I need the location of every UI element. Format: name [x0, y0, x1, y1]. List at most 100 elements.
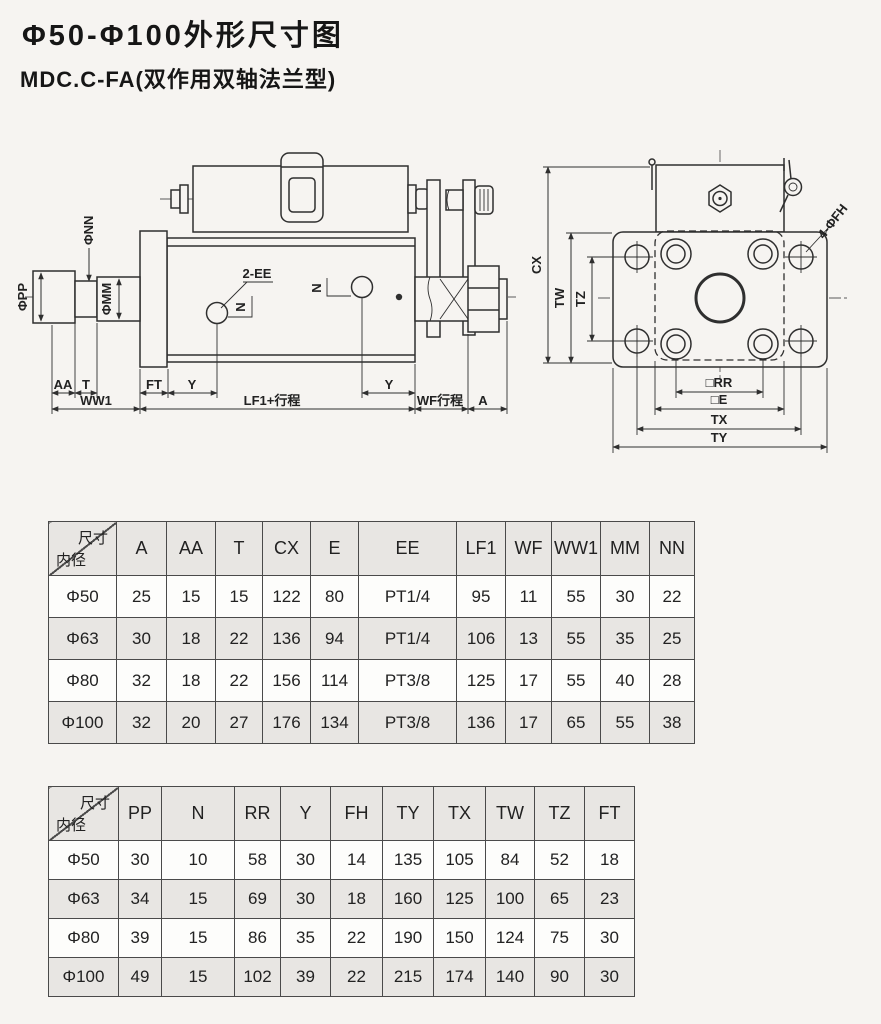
stud-break-mark [446, 189, 450, 211]
cell-Φ63-T: 22 [215, 617, 263, 660]
row-header-Φ80: Φ80 [48, 918, 119, 958]
row-header-Φ80: Φ80 [48, 659, 117, 702]
dim-label-ee: 2-EE [243, 266, 272, 281]
cell-Φ80-TY: 190 [382, 918, 434, 958]
dim-label-aa: AA [54, 377, 73, 392]
col-header-MM: MM [600, 521, 650, 576]
front-end-cap [139, 230, 168, 368]
col-header-PP: PP [118, 786, 162, 841]
cell-Φ100-E: 134 [310, 701, 359, 744]
rod-cross-2 [439, 278, 469, 320]
col-header-NN: NN [649, 521, 695, 576]
cell-Φ80-FH: 22 [330, 918, 383, 958]
cell-Φ50-WF: 11 [505, 575, 552, 618]
port-circle-2 [350, 275, 374, 299]
cell-Φ80-CX: 156 [262, 659, 311, 702]
cell-Φ63-TZ: 65 [534, 879, 585, 919]
dim-label-tw: TW [552, 287, 567, 308]
cell-Φ63-RR: 69 [234, 879, 281, 919]
row-header-Φ50: Φ50 [48, 575, 117, 618]
cell-Φ63-CX: 136 [262, 617, 311, 660]
clamp-outer [280, 152, 324, 223]
cell-Φ100-RR: 102 [234, 957, 281, 997]
dim-label-lf1: LF1+行程 [244, 393, 301, 408]
dim-label-rr: □RR [706, 375, 733, 390]
col-header-T: T [215, 521, 263, 576]
cell-Φ50-A: 25 [116, 575, 167, 618]
dim-label-e: □E [711, 392, 728, 407]
rod-neck [74, 280, 98, 318]
row-header-Φ100: Φ100 [48, 957, 119, 997]
rod-circle [694, 272, 746, 324]
cell-Φ63-FT: 23 [584, 879, 635, 919]
cell-Φ63-N: 15 [161, 879, 235, 919]
cell-Φ50-T: 15 [215, 575, 263, 618]
cell-Φ100-TY: 215 [382, 957, 434, 997]
cell-Φ50-FT: 18 [584, 840, 635, 880]
cell-Φ100-NN: 38 [649, 701, 695, 744]
clamp-inner [288, 177, 316, 213]
col-header-A: A [116, 521, 167, 576]
cell-Φ100-FT: 30 [584, 957, 635, 997]
cell-Φ100-EE: PT3/8 [358, 701, 457, 744]
rear-rod [414, 276, 471, 322]
cell-Φ50-TW: 84 [485, 840, 535, 880]
col-header-WF: WF [505, 521, 552, 576]
cell-Φ50-PP: 30 [118, 840, 162, 880]
top-left-bolt-washer [179, 184, 189, 214]
cell-Φ80-RR: 86 [234, 918, 281, 958]
cell-Φ80-N: 15 [161, 918, 235, 958]
cell-Φ63-LF1: 106 [456, 617, 506, 660]
cell-Φ80-A: 32 [116, 659, 167, 702]
center-hex-dot [718, 196, 722, 201]
cell-Φ100-WW1: 65 [551, 701, 601, 744]
mounting-holes [621, 241, 817, 357]
cell-Φ50-TZ: 52 [534, 840, 585, 880]
cell-Φ50-TX: 105 [433, 840, 486, 880]
pin-dot [395, 293, 403, 301]
cell-Φ50-WW1: 55 [551, 575, 601, 618]
top-right-bolt-head [415, 188, 429, 210]
hex-nut [467, 265, 500, 333]
cell-Φ100-FH: 22 [330, 957, 383, 997]
col-header-TX: TX [433, 786, 486, 841]
cell-Φ100-T: 27 [215, 701, 263, 744]
cell-Φ50-E: 80 [310, 575, 359, 618]
dim-label-wf: WF行程 [417, 393, 463, 408]
dim-label-mm: ΦMM [99, 283, 114, 315]
side-view-drawing: ΦPP ΦNN ΦMM 2-EE N N [15, 152, 516, 414]
page-title: Φ50-Φ100外形尺寸图 [22, 20, 344, 52]
row-header-Φ63: Φ63 [48, 617, 117, 660]
dim-label-nn: ΦNN [81, 216, 96, 245]
cell-Φ63-Y: 30 [280, 879, 331, 919]
col-header-LF1: LF1 [456, 521, 506, 576]
cell-Φ100-CX: 176 [262, 701, 311, 744]
cell-Φ100-AA: 20 [166, 701, 216, 744]
cell-Φ80-E: 114 [310, 659, 359, 702]
bolt-square-dashed [654, 230, 785, 361]
dim-label-ty: TY [711, 430, 728, 445]
cell-Φ50-N: 10 [161, 840, 235, 880]
cell-Φ100-TX: 174 [433, 957, 486, 997]
col-header-N: N [161, 786, 235, 841]
ee-leader [220, 281, 248, 309]
cell-Φ100-N: 15 [161, 957, 235, 997]
rod-break-mark [427, 276, 433, 322]
rod-end-disc [32, 270, 76, 324]
dim-label-tx: TX [711, 412, 728, 427]
cell-Φ100-MM: 55 [600, 701, 650, 744]
lever-ring [783, 177, 803, 197]
cell-Φ80-NN: 28 [649, 659, 695, 702]
cell-Φ63-TY: 160 [382, 879, 434, 919]
cell-Φ63-A: 30 [116, 617, 167, 660]
col-header-TZ: TZ [534, 786, 585, 841]
cell-Φ63-TX: 125 [433, 879, 486, 919]
cell-Φ80-WF: 17 [505, 659, 552, 702]
top-right-bolt-washer [407, 184, 417, 214]
cell-Φ63-FH: 18 [330, 879, 383, 919]
dim-label-y1: Y [188, 377, 197, 392]
fh-leader [805, 225, 831, 253]
